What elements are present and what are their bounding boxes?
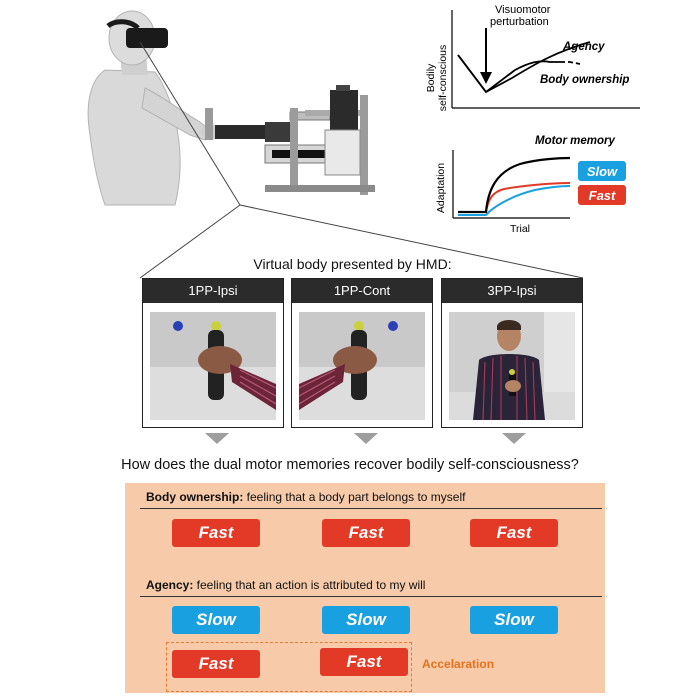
slow-curve (458, 185, 571, 216)
fast-legend-pill (578, 185, 626, 205)
view-panel-1pp-ipsi: 1PP-Ipsi (142, 278, 284, 428)
view-panel-1pp-cont: 1PP-Cont (291, 278, 433, 428)
ownership-label: Body ownership (540, 74, 629, 86)
agency-slow-pill-1pp-cont: Slow (322, 606, 410, 634)
perturbation-arrowhead (480, 72, 492, 84)
virtual-body-title: Virtual body presented by HMD: (253, 256, 452, 272)
view-label: 1PP-Cont (292, 279, 432, 303)
view-panel-3pp-ipsi: 3PP-Ipsi (441, 278, 583, 428)
slow-legend-pill (578, 161, 626, 181)
agency-slow-pill-1pp-ipsi: Slow (172, 606, 260, 634)
down-arrow-2 (354, 433, 378, 444)
down-arrow-1 (205, 433, 229, 444)
adaptation-ylabel: Adaptation (435, 163, 447, 213)
ownership-divider (140, 508, 602, 509)
agency-fast-pill-1pp-ipsi: Fast (172, 650, 260, 678)
perturbation-label-2: perturbation (490, 16, 549, 28)
view-image-3pp-ipsi (449, 312, 575, 420)
down-arrow-3 (502, 433, 526, 444)
agency-term: Agency: (146, 578, 194, 592)
fast-legend-label: Fast (589, 188, 616, 203)
ownership-definition: Body ownership: feeling that a body part… (146, 490, 465, 504)
total-curve (458, 156, 571, 214)
perturbation-label-1: Visuomotor (495, 4, 551, 16)
view-image-1pp-ipsi (150, 312, 276, 420)
agency-curve (457, 41, 591, 94)
view-image-1pp-cont (299, 312, 425, 420)
ownership-pill-1pp-ipsi: Fast (172, 519, 260, 547)
ownership-dash (560, 61, 581, 65)
motor-memory-plot: Motor memory Adaptation Trial Slow Fast (435, 135, 626, 235)
agency-divider (140, 596, 602, 597)
ylabel-line2: self-conscious (437, 45, 449, 112)
agency-label: Agency (562, 41, 605, 53)
agency-slow-pill-3pp-ipsi: Slow (470, 606, 558, 634)
research-question: How does the dual motor memories recover… (121, 457, 579, 473)
experiment-setup-illustration (87, 10, 375, 206)
ownership-def-text: feeling that a body part belongs to myse… (243, 490, 466, 504)
trial-xlabel: Trial (510, 223, 530, 235)
ownership-curve (457, 54, 560, 94)
agency-fast-pill-1pp-cont: Fast (320, 648, 408, 676)
slow-legend-label: Slow (587, 164, 618, 179)
agency-definition: Agency: feeling that an action is attrib… (146, 578, 425, 592)
ownership-pill-1pp-cont: Fast (322, 519, 410, 547)
ownership-term: Body ownership: (146, 490, 244, 504)
acceleration-dashed-box (166, 642, 412, 692)
agency-def-text: feeling that an action is attributed to … (193, 578, 426, 592)
self-consciousness-plot: Bodily self-conscious Visuomotor perturb… (425, 4, 640, 112)
acceleration-label: Accelaration (422, 657, 495, 671)
ownership-pill-3pp-ipsi: Fast (470, 519, 558, 547)
view-label: 1PP-Ipsi (143, 279, 283, 303)
view-label: 3PP-Ipsi (442, 279, 582, 303)
motor-memory-title: Motor memory (535, 135, 615, 147)
ylabel-line1: Bodily (425, 63, 437, 92)
